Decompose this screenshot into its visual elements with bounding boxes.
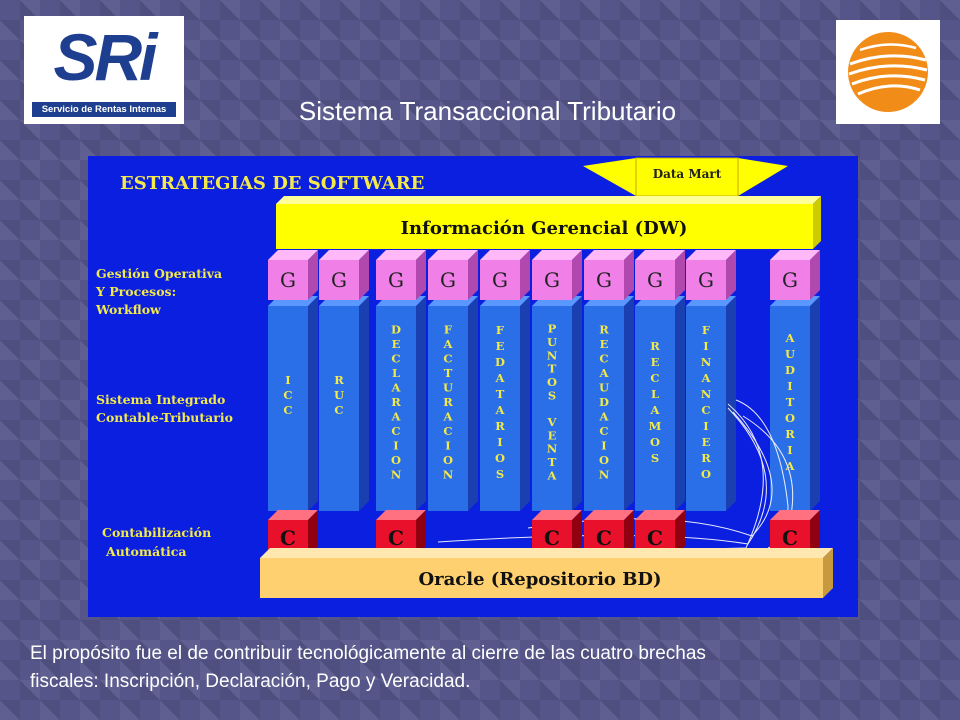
- c-box-letter: C: [596, 526, 612, 550]
- side-label-sistema-1: Sistema Integrado: [96, 392, 225, 407]
- software-strategy-diagram: ESTRATEGIAS DE SOFTWARE Data Mart Inform…: [88, 156, 858, 617]
- sri-logo: SRi Servicio de Rentas Internas: [24, 16, 184, 124]
- g-box: [686, 260, 726, 300]
- sri-logo-letters: SRi: [53, 20, 157, 94]
- g-box-letter: G: [647, 268, 663, 292]
- module-column: [480, 306, 520, 511]
- globe-icon: [848, 32, 928, 112]
- g-box-letter: G: [698, 268, 714, 292]
- oracle-label: Oracle (Repositorio BD): [418, 569, 661, 590]
- side-label-gestion-2: Y Procesos:: [95, 284, 176, 299]
- module-column: [319, 306, 359, 511]
- side-label-contab-2: Automática: [105, 544, 186, 559]
- c-box: C: [532, 510, 582, 556]
- side-label-contab-1: Contabilización: [102, 525, 211, 540]
- g-box-letter: G: [782, 268, 798, 292]
- module-column: [770, 306, 810, 511]
- data-mart-label: Data Mart: [653, 167, 722, 181]
- footer-line-1: El propósito fue el de contribuir tecnol…: [30, 643, 706, 664]
- c-box-letter: C: [388, 526, 404, 550]
- module-column: [532, 306, 572, 511]
- g-box-letter: G: [492, 268, 508, 292]
- side-label-gestion-3: Workflow: [95, 302, 162, 317]
- module-column: [268, 306, 308, 511]
- g-box: [268, 260, 308, 300]
- g-box: [532, 260, 572, 300]
- c-box-letter: C: [544, 526, 560, 550]
- c-box-letter: C: [647, 526, 663, 550]
- module-column: [686, 306, 726, 511]
- oracle-bar: Oracle (Repositorio BD): [260, 548, 833, 598]
- g-box-letter: G: [331, 268, 347, 292]
- footer-line-2: fiscales: Inscripción, Declaración, Pago…: [30, 671, 471, 692]
- c-box-letter: C: [782, 526, 798, 550]
- orange-globe-logo: [836, 20, 940, 124]
- g-box: [376, 260, 416, 300]
- g-box: [480, 260, 520, 300]
- g-box: [635, 260, 675, 300]
- g-box-letter: G: [440, 268, 456, 292]
- module-column: [635, 306, 675, 511]
- module-column: [428, 306, 468, 511]
- module-column: [584, 306, 624, 511]
- dw-bar: Información Gerencial (DW): [276, 196, 821, 249]
- g-box: [770, 260, 810, 300]
- side-label-sistema-2: Contable-Tributario: [96, 410, 233, 425]
- g-box-letter: G: [544, 268, 560, 292]
- g-box: [584, 260, 624, 300]
- g-box: [319, 260, 359, 300]
- g-box-letter: G: [596, 268, 612, 292]
- g-box-letter: G: [280, 268, 296, 292]
- g-box: [428, 260, 468, 300]
- c-box-letter: C: [280, 526, 296, 550]
- side-label-gestion-1: Gestión Operativa: [96, 266, 222, 281]
- sri-logo-caption: Servicio de Rentas Internas: [32, 102, 176, 117]
- data-mart-banner: Data Mart: [583, 157, 788, 197]
- page-title: Sistema Transaccional Tributario: [298, 96, 677, 126]
- footer-text: El propósito fue el de contribuir tecnol…: [30, 640, 910, 696]
- module-column: [376, 306, 416, 511]
- g-box-letter: G: [388, 268, 404, 292]
- diagram-heading: ESTRATEGIAS DE SOFTWARE: [120, 173, 424, 194]
- dw-label: Información Gerencial (DW): [401, 218, 688, 239]
